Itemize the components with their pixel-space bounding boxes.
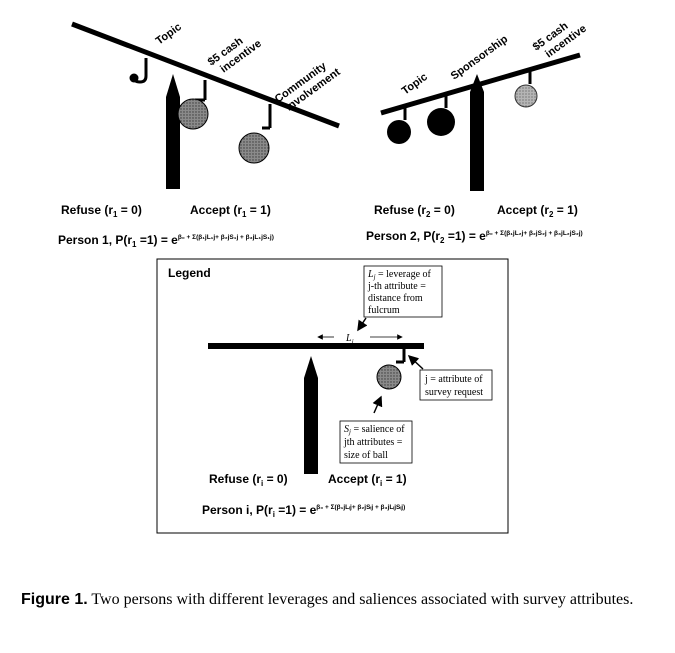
legend-beam (208, 343, 424, 349)
legend-salience-note (339, 420, 413, 464)
legend-refuse: Refuse (ri = 0) (209, 472, 288, 488)
svg-text:fulcrum: fulcrum (368, 305, 400, 316)
person1-ball-community (238, 132, 270, 164)
legend-formula: Person i, P(ri =1) = eβ₀ + Σ(β₁jLᵢj+ β₂j… (202, 503, 405, 519)
legend-lever-dimension: Lj (345, 333, 354, 346)
figure-caption-text: Two persons with different leverages and… (87, 591, 634, 608)
person2-lever: Topic Sponsorship $5 cashincentive Refus… (366, 20, 589, 245)
person2-attr-topic: Topic (400, 71, 430, 97)
person2-accept: Accept (r2 = 1) (497, 203, 578, 219)
person1-lever: Topic $5 cashincentive CommunityInvolvem… (58, 21, 343, 249)
person1-attr-incentive: $5 cashincentive (206, 27, 264, 79)
legend-box: Legend Lj Lj = leverage of j-th attribut… (156, 258, 509, 534)
svg-text:jth attributes =: jth attributes = (343, 437, 403, 448)
svg-text:Lj = leverage of: Lj = leverage of (367, 269, 432, 281)
person2-ball-topic (387, 120, 411, 144)
person2-fulcrum (470, 74, 484, 191)
person2-refuse: Refuse (r2 = 0) (374, 203, 455, 219)
legend-accept: Accept (ri = 1) (328, 472, 407, 488)
person1-accept: Accept (r1 = 1) (190, 203, 271, 219)
svg-text:Sj = salience of: Sj = salience of (344, 424, 405, 436)
legend-title: Legend (168, 266, 211, 280)
legend-attribute-note (419, 369, 493, 401)
person2-attr-sponsorship: Sponsorship (449, 33, 511, 82)
figure-caption: Figure 1. Two persons with different lev… (21, 589, 661, 611)
person2-ball-sponsorship (427, 108, 455, 136)
person1-refuse: Refuse (r1 = 0) (61, 203, 142, 219)
svg-text:j = attribute of: j = attribute of (424, 374, 483, 385)
person1-ball-incentive (177, 98, 209, 130)
legend-leverage-note (363, 265, 443, 318)
person1-formula: Person 1, P(r1 =1) = eβ₀ + Σ(β₁jL₁j+ β₂j… (58, 233, 274, 249)
person1-fulcrum (166, 74, 180, 189)
svg-text:size of ball: size of ball (344, 450, 388, 461)
person1-beam (71, 21, 340, 129)
svg-text:j-th attribute =: j-th attribute = (367, 281, 426, 292)
legend-fulcrum (304, 356, 318, 474)
person2-formula: Person 2, P(r2 =1) = eβ₀ + Σ(β₁jL₂j+ β₂j… (366, 229, 583, 245)
person1-attr-topic: Topic (154, 21, 184, 47)
svg-text:distance from: distance from (368, 293, 423, 304)
person2-ball-incentive (514, 84, 538, 108)
legend-ball (376, 364, 402, 390)
svg-text:survey request: survey request (425, 387, 483, 398)
figure-label: Figure 1. (21, 591, 88, 608)
